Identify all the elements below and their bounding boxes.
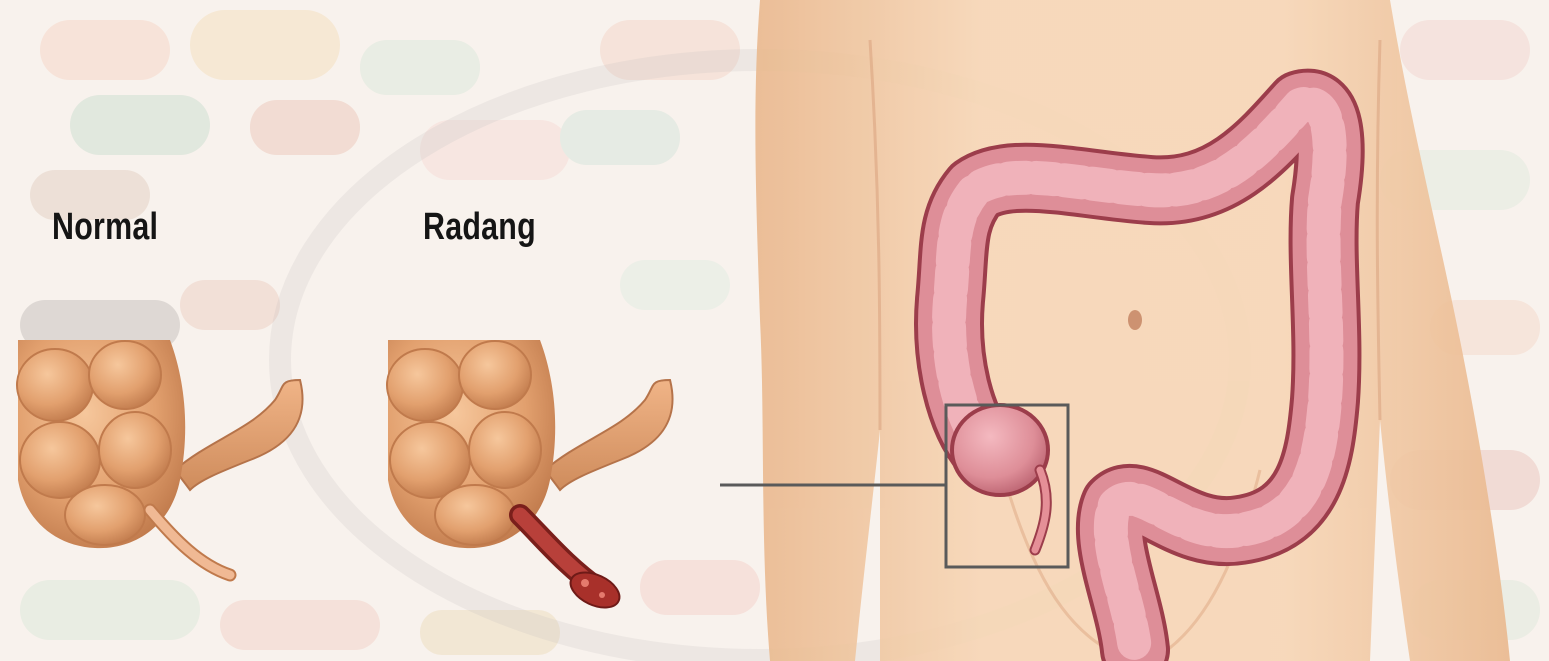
navel (1128, 310, 1142, 330)
inflamed-label: Radang (423, 208, 536, 246)
normal-label: Normal (52, 208, 158, 246)
